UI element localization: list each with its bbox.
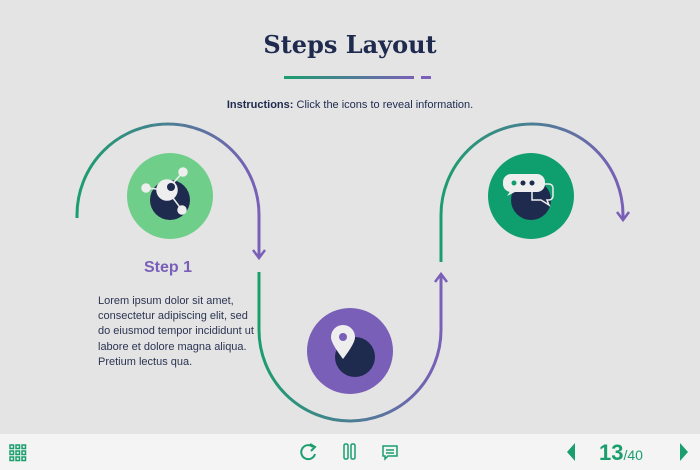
chat-bubble-icon: [503, 174, 554, 207]
pause-icon[interactable]: [342, 443, 358, 461]
path-arc-1: [75, 122, 261, 256]
replay-icon[interactable]: [300, 442, 318, 462]
prev-page-icon[interactable]: [565, 442, 577, 462]
captions-icon[interactable]: [381, 444, 399, 462]
next-page-icon[interactable]: [678, 442, 690, 462]
page-title: Steps Layout: [263, 30, 437, 59]
path-arc-3: [439, 122, 625, 262]
instructions: Instructions: Click the icons to reveal …: [226, 99, 474, 111]
menu-grid-icon[interactable]: [9, 444, 27, 462]
footer-bar: 13/40: [0, 434, 700, 470]
step-1-title: Step 1: [144, 259, 193, 276]
step-1-body: Lorem ipsum dolor sit amet, consectetur …: [98, 295, 254, 368]
step-2-button[interactable]: [306, 307, 394, 395]
step-3-button[interactable]: [487, 152, 575, 240]
page-counter: 13/40: [599, 440, 643, 465]
step-1-button[interactable]: [126, 152, 214, 240]
path-arc-2: [257, 272, 443, 423]
location-pin-icon: [331, 325, 355, 359]
